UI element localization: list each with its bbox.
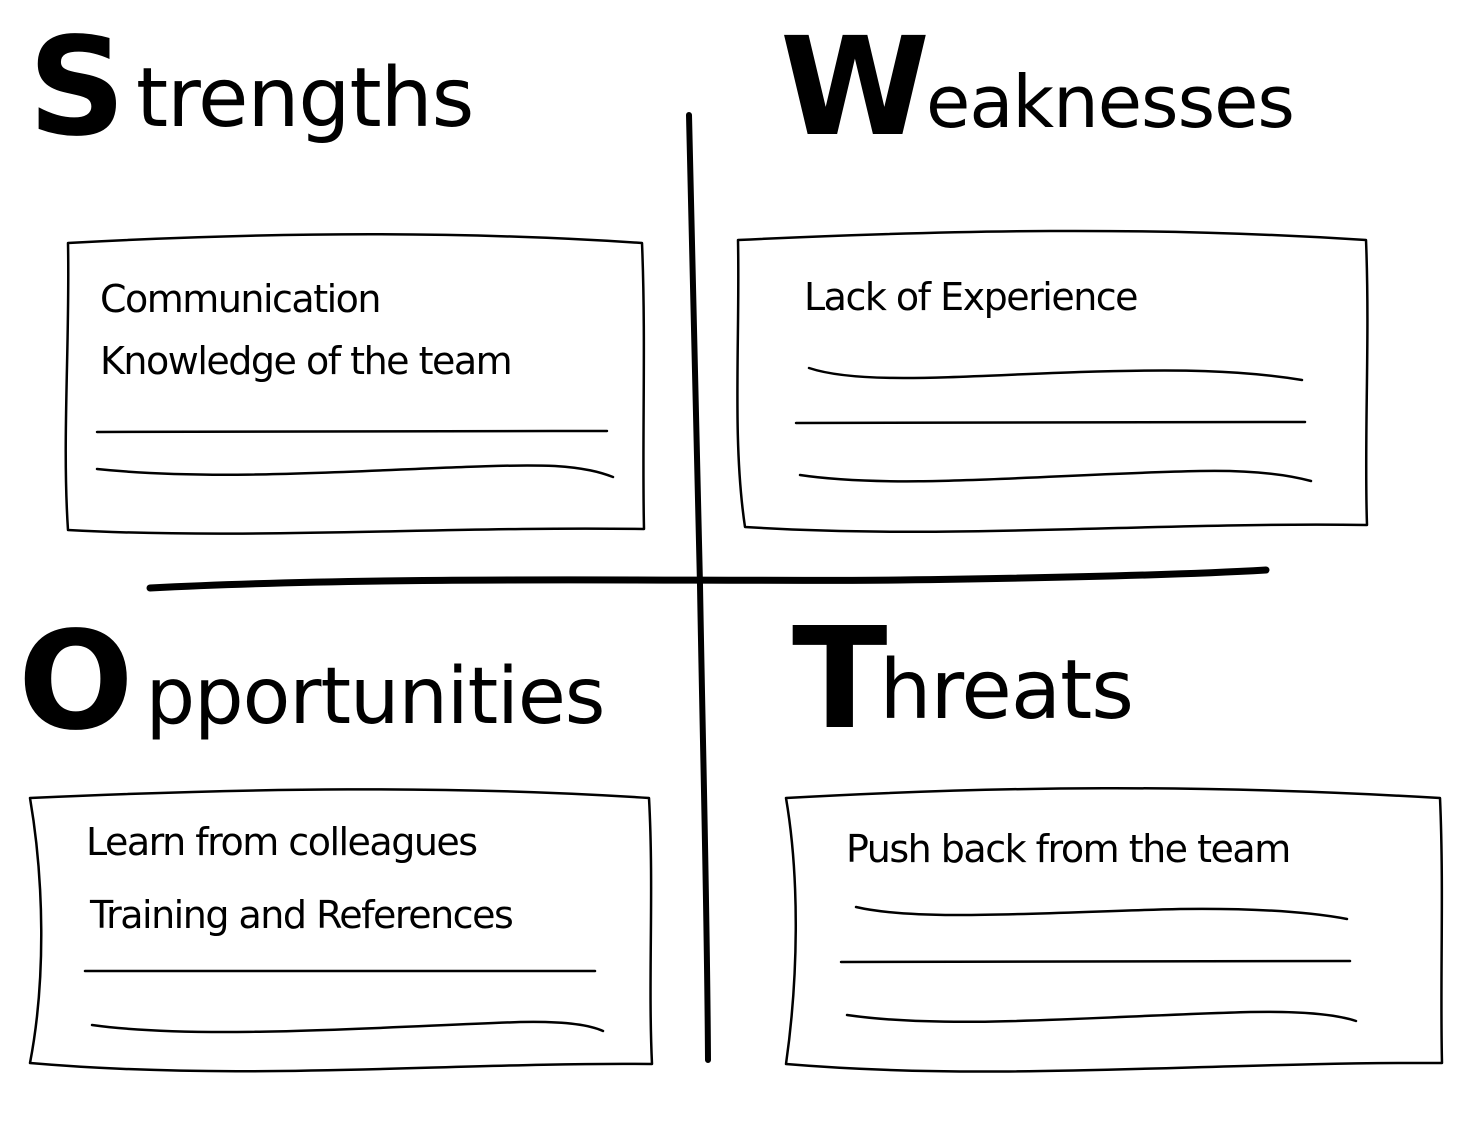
- threats-heading: T hreats: [792, 610, 1134, 750]
- strengths-initial: S: [28, 9, 126, 167]
- threats-card-border: [784, 787, 1444, 1073]
- opportunities-initial: O: [18, 603, 134, 761]
- weaknesses-initial: W: [780, 9, 930, 167]
- weaknesses-writing-line: [798, 469, 1313, 483]
- strengths-writing-line: [95, 429, 609, 434]
- opportunities-item: Training and References: [90, 893, 514, 937]
- weaknesses-writing-line: [794, 420, 1307, 425]
- weaknesses-heading-rest: eaknesses: [926, 60, 1295, 144]
- threats-initial: T: [792, 598, 887, 761]
- weaknesses-item: Lack of Experience: [804, 275, 1139, 319]
- weaknesses-writing-line: [807, 366, 1304, 382]
- weaknesses-card-border: [736, 229, 1369, 534]
- threats-writing-line: [854, 905, 1349, 921]
- horizontal-axis: [146, 566, 1270, 592]
- threats-writing-line: [845, 1010, 1358, 1024]
- opportunities-heading: O pportunities: [18, 614, 606, 750]
- weaknesses-heading: W eaknesses: [780, 20, 1295, 156]
- vertical-axis: [686, 112, 711, 1063]
- strengths-item: Communication: [100, 277, 382, 321]
- strengths-heading: S trengths: [28, 20, 474, 156]
- threats-writing-line: [839, 959, 1352, 964]
- strengths-item: Knowledge of the team: [100, 339, 513, 383]
- strengths-writing-line: [95, 464, 615, 479]
- opportunities-item: Learn from colleagues: [86, 820, 478, 864]
- strengths-heading-rest: trengths: [135, 51, 474, 146]
- opportunities-card-border: [28, 788, 654, 1073]
- threats-item: Push back from the team: [846, 827, 1291, 871]
- strengths-card-border: [64, 233, 646, 535]
- threats-heading-rest: hreats: [879, 643, 1134, 738]
- opportunities-writing-line: [90, 1020, 605, 1034]
- opportunities-heading-rest: pportunities: [145, 652, 606, 742]
